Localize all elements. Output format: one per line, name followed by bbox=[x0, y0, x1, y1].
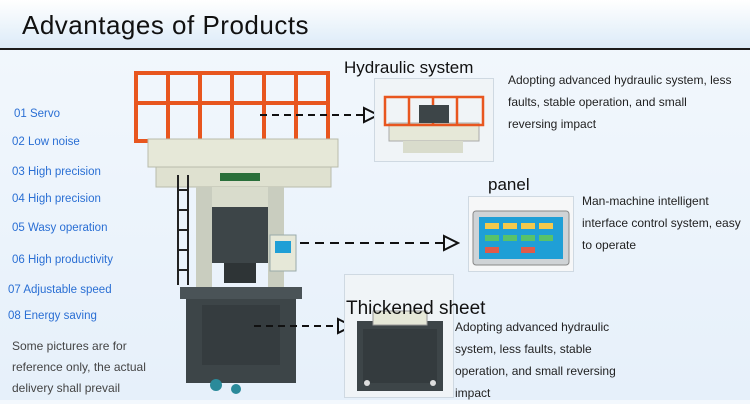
feature-item-servo: 01 Servo bbox=[14, 108, 61, 120]
feature-item-energy-saving: 08 Energy saving bbox=[8, 310, 97, 322]
feature-item-high-productivity: 06 High productivity bbox=[12, 254, 113, 266]
arrow-panel bbox=[300, 234, 460, 252]
hydraulic-press-image bbox=[134, 71, 339, 394]
hydraulic-system-image bbox=[374, 78, 494, 162]
feature-item-high-precision-1: 03 High precision bbox=[12, 166, 101, 178]
header-banner: Advantages of Products bbox=[0, 0, 750, 50]
thickened-sheet-image bbox=[344, 274, 454, 398]
hydraulic-system-title: Hydraulic system bbox=[344, 58, 474, 77]
feature-item-easy-operation: 05 Wasy operation bbox=[12, 222, 108, 234]
thickened-sheet-description: Adopting advanced hydraulic system, less… bbox=[455, 320, 616, 400]
feature-item-adjustable-speed: 07 Adjustable speed bbox=[8, 284, 112, 296]
disclaimer-note: Some pictures are for reference only, th… bbox=[12, 339, 146, 395]
arrow-hydraulic bbox=[260, 106, 380, 124]
feature-item-high-precision-2: 04 High precision bbox=[12, 193, 101, 205]
thickened-sheet-title: Thickened sheet bbox=[346, 298, 486, 319]
panel-title: panel bbox=[488, 175, 530, 194]
panel-description: Man-machine intelligent interface contro… bbox=[582, 194, 741, 252]
hydraulic-system-description: Adopting advanced hydraulic system, less… bbox=[508, 73, 732, 131]
control-panel-image bbox=[468, 196, 574, 272]
page-title: Advantages of Products bbox=[22, 10, 310, 40]
feature-item-low-noise: 02 Low noise bbox=[12, 136, 80, 148]
arrow-sheet bbox=[254, 317, 354, 335]
